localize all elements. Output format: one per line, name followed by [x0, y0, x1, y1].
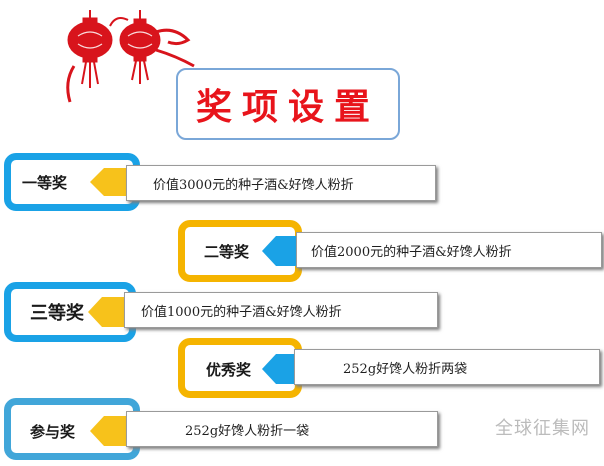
award-label-participation: 参与奖 — [30, 422, 76, 441]
page-title: 奖项设置 — [195, 86, 380, 128]
pointer-wedge-icon — [90, 168, 128, 196]
pointer-wedge-icon — [90, 416, 130, 446]
lantern-decoration-icon — [66, 10, 195, 103]
pointer-wedge-icon — [88, 297, 128, 327]
award-prize-excellence: 252g好馋人粉折两袋 — [294, 349, 600, 385]
award-label-first: 一等奖 — [22, 173, 68, 192]
pointer-wedge-icon — [262, 236, 302, 266]
pointer-wedge-icon — [262, 354, 300, 384]
award-label-excellence: 优秀奖 — [206, 360, 252, 379]
award-prize-second: 价值2000元的种子酒&好馋人粉折 — [296, 232, 602, 268]
award-label-third: 三等奖 — [30, 303, 84, 324]
award-label-second: 二等奖 — [204, 242, 250, 261]
title-box: 奖项设置 — [176, 68, 400, 140]
watermark: 全球征集网 — [495, 418, 590, 439]
award-prize-third: 价值1000元的种子酒&好馋人粉折 — [124, 292, 438, 328]
award-prize-first: 价值3000元的种子酒&好馋人粉折 — [126, 165, 436, 201]
award-prize-participation: 252g好馋人粉折一袋 — [126, 411, 438, 447]
